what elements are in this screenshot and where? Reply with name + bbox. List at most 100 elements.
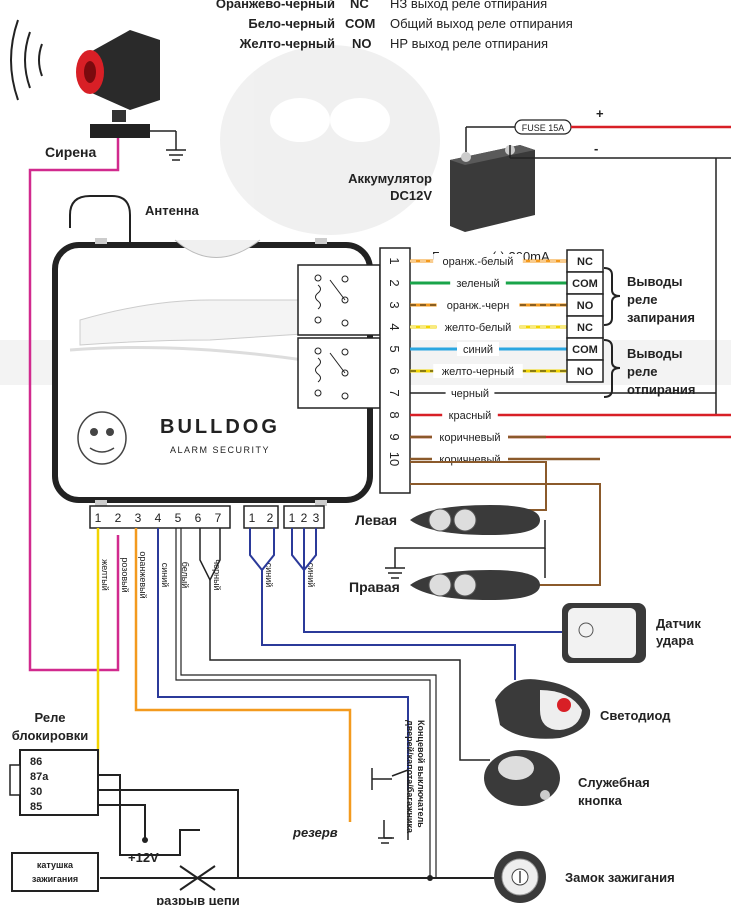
door-switch-label-2: дверей/капота/багажника [405,720,415,834]
right-pin-7: 7 [387,389,402,396]
right-wire-label-3: оранж.-черн [447,300,510,312]
legend-code-2: COM [345,16,375,31]
legend: Оранжево-черный NC НЗ выход реле отпиран… [216,0,573,51]
right-wire-label-9: коричневый [439,432,500,444]
conn-a-pin-4: 4 [155,511,162,525]
relay-label-2: блокировки [12,728,89,743]
bottom-wire-label-5: белый [180,562,190,589]
remote-right-icon [410,570,540,600]
right-pin-9: 9 [387,433,402,440]
ignition-lock-icon [494,851,546,903]
coil-label-1: катушка [37,860,74,870]
legend-desc-3: НР выход реле отпирания [390,36,548,51]
remote-right-label: Правая [349,579,400,595]
bottom-connector-b [243,505,279,529]
right-wire-label-2: зеленый [456,278,499,290]
bottom-wire-label-7: синий [264,563,274,588]
lock-group-3: запирания [627,310,695,325]
shock-sensor-icon [562,603,646,663]
relay-pin-2: 87a [30,771,49,783]
minus-sign: - [594,141,598,156]
coil-label-2: зажигания [32,874,78,884]
right-pin-5: 5 [387,345,402,352]
plus12-label: +12V [128,850,159,865]
relay-block [19,749,99,816]
right-wire-label-7: черный [451,388,489,400]
right-pin-10: 10 [387,452,402,466]
shock-wire [303,570,565,633]
right-pin-2: 2 [387,279,402,286]
conn-a-pin-2: 2 [115,511,122,525]
legend-color-2: Бело-черный [248,16,335,31]
right-wire-label-5: синий [463,344,493,356]
right-wire-label-10: коричневый [439,454,500,466]
coil-box [11,852,99,892]
lock-relay-icon [297,264,381,336]
cut-label: разрыв цепи [156,893,240,905]
relay-pin-3: 30 [30,786,42,798]
legend-desc-1: НЗ выход реле отпирания [390,0,547,11]
unlock-relay-icon [297,337,381,409]
blue-wire-4 [157,528,409,790]
relay-code-1: NC [577,256,593,268]
white-wire-b [180,528,437,878]
bottom-wire-label-8: синий [306,563,316,588]
siren-icon [10,19,186,161]
brand-sub: ALARM SECURITY [170,445,270,455]
right-pin-6: 6 [387,367,402,374]
conn-b-pin-1: 1 [249,511,256,525]
conn-a-pin-1: 1 [95,511,102,525]
orange-wire [134,528,352,822]
bottom-wire-label-2: розовый [120,557,130,592]
reserve-label: резерв [292,825,338,840]
right-wire-label-4: желто-белый [445,322,512,334]
lock-group-2: реле [627,292,658,307]
unlock-group-3: отпирания [627,382,695,397]
battery-label-2: DC12V [390,188,432,203]
plus-sign: + [596,106,604,121]
service-label-2: кнопка [578,793,623,808]
bottom-wire-label-4: синий [160,563,170,588]
door-switch-label-1: Концевой выключатель [416,720,426,828]
conn-c-pin-3: 3 [313,511,320,525]
conn-b-pin-2: 2 [267,511,274,525]
unlock-group-2: реле [627,364,658,379]
conn-a-pin-5: 5 [175,511,182,525]
antenna-wire [69,195,131,245]
brand-label: BULLDOG [160,416,280,438]
relay-pin-4: 85 [30,801,42,813]
conn-a-pin-3: 3 [135,511,142,525]
unlock-group-1: Выводы [627,346,682,361]
legend-code-3: NO [352,36,372,51]
right-pin-4: 4 [387,323,402,330]
relay-code-3: NO [577,300,594,312]
legend-color-1: Оранжево-черный [216,0,335,11]
siren-wire [28,138,120,672]
relay-code-5: COM [572,344,598,356]
remote-left-icon [410,505,540,535]
conn-c-pin-2: 2 [301,511,308,525]
right-wire-label-8: красный [449,410,492,422]
bulldog-logo-icon [77,411,127,465]
relay-code-2: COM [572,278,598,290]
conn-c-pin-1: 1 [289,511,296,525]
service-label-1: Служебная [578,775,650,790]
led-wire [261,570,516,680]
relay-pin-1: 86 [30,756,42,768]
led-label: Светодиод [600,708,671,723]
right-pin-1: 1 [387,257,402,264]
bottom-wire-label-3: оранжевый [138,551,148,598]
conn-a-pin-6: 6 [195,511,202,525]
shock-label-2: удара [656,633,694,648]
bottom-wire-label-6: черный [212,559,222,590]
relay-code-box-6 [566,359,604,383]
right-pin-3: 3 [387,301,402,308]
shock-label-1: Датчик [656,616,701,631]
ignition-label: Замок зажигания [565,870,675,885]
conn-a-pin-7: 7 [215,511,222,525]
